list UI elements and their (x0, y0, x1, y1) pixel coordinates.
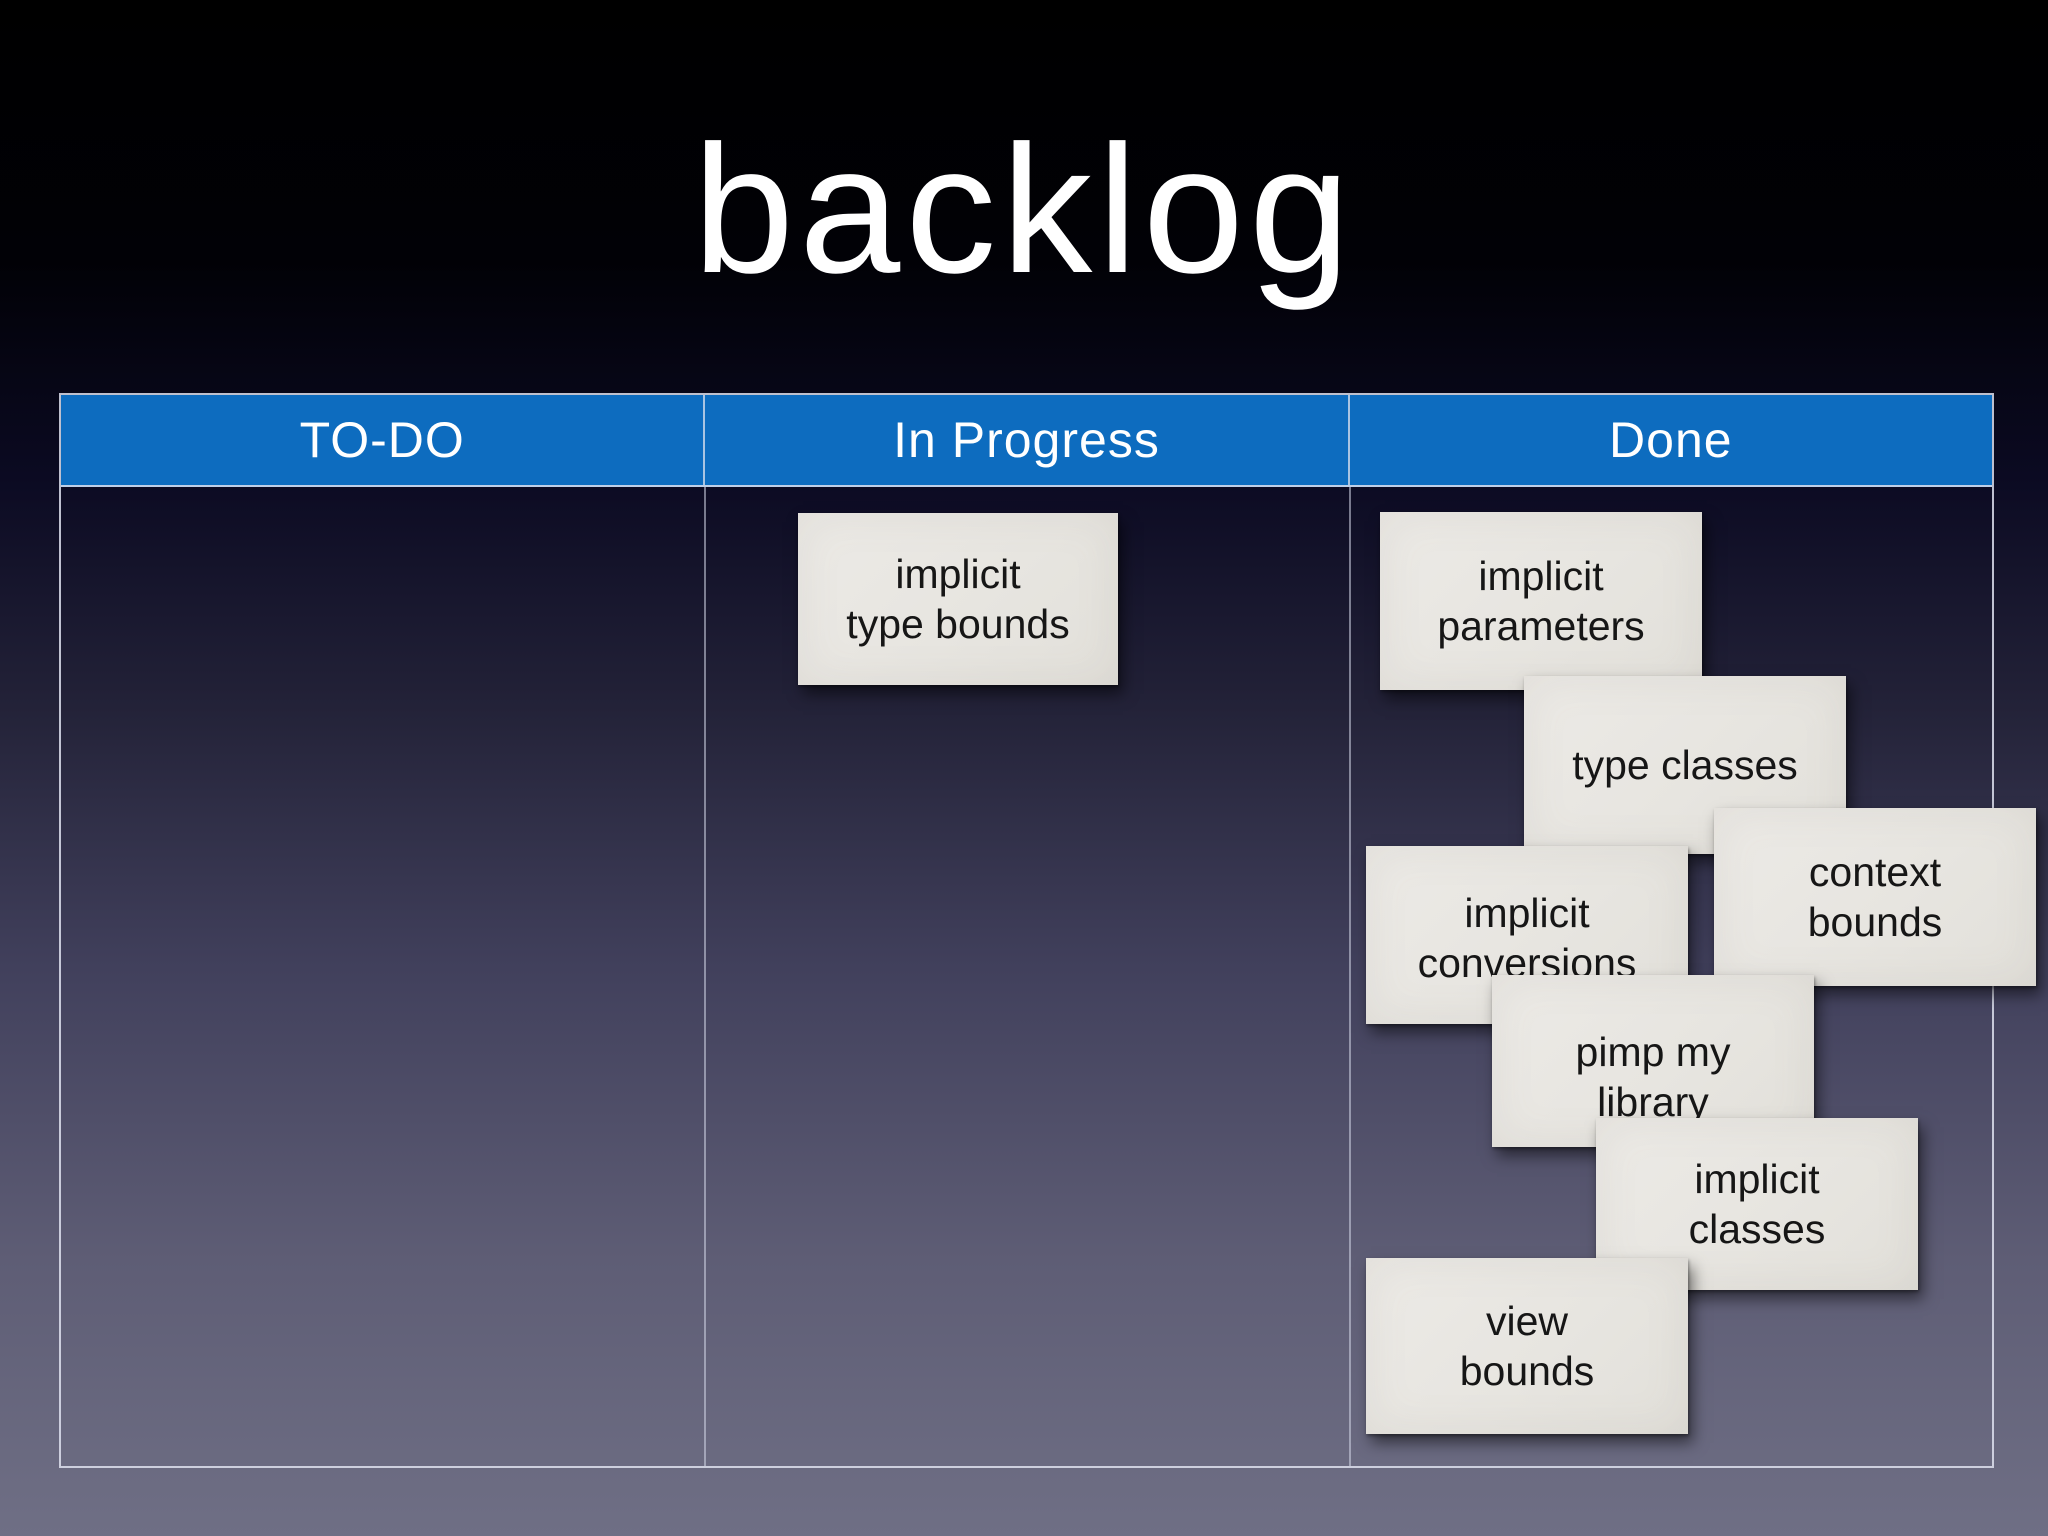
column-header-done: Done (1609, 412, 1733, 468)
column-header-todo: TO-DO (61, 395, 706, 485)
card-context-bounds: context bounds (1714, 808, 2036, 986)
card-view-bounds: view bounds (1366, 1258, 1688, 1434)
slide-title: backlog (692, 107, 1356, 311)
card-implicit-parameters: implicit parameters (1380, 512, 1702, 690)
column-divider-1 (704, 487, 706, 1466)
board-header-row: TO-DO In Progress Done (61, 395, 1992, 487)
column-header-in-progress: In Progress (705, 395, 1350, 485)
kanban-board: TO-DO In Progress Done (59, 393, 1994, 1468)
column-divider-2 (1349, 487, 1351, 1466)
card-implicit-type-bounds: implicit type bounds (798, 513, 1118, 685)
